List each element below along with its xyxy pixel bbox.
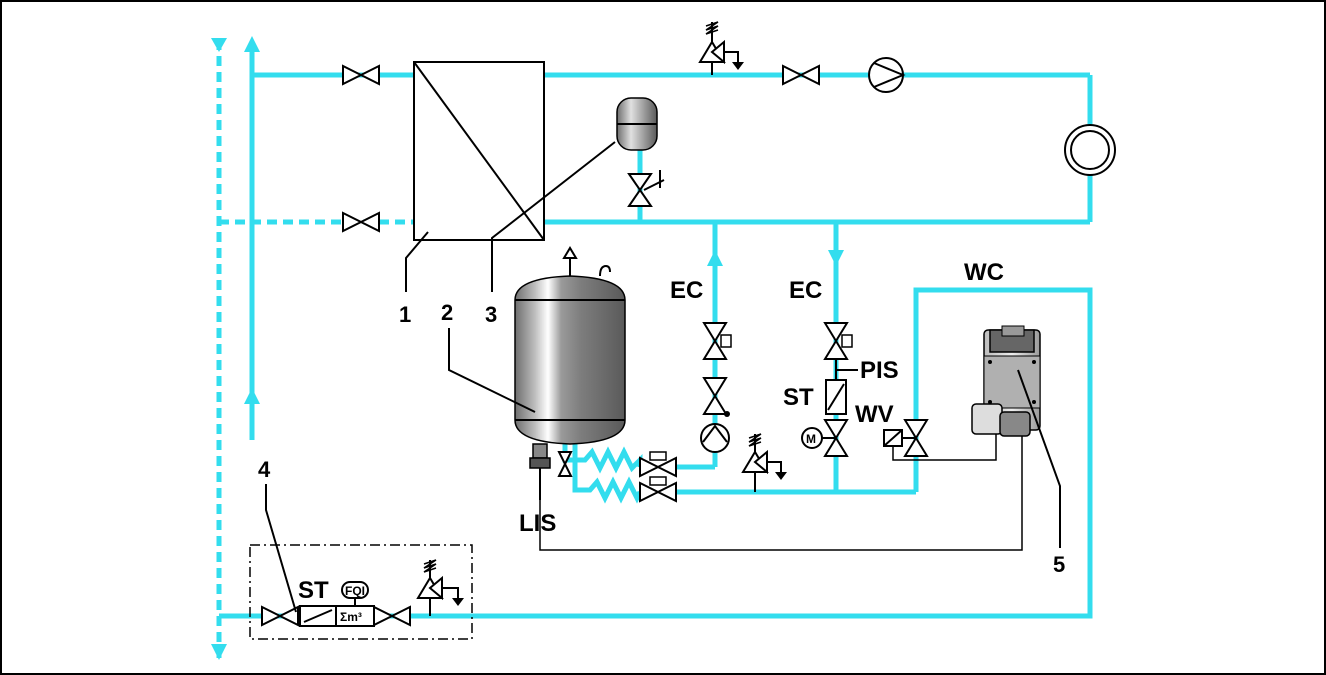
- st-bottom-label: ST: [298, 577, 329, 604]
- valve-icon[interactable]: [639, 451, 677, 478]
- flow-arrow-down-icon: [211, 644, 227, 660]
- valve-icon[interactable]: [627, 170, 665, 207]
- pump-icon[interactable]: [868, 57, 906, 93]
- expansion-vessel-icon: [616, 97, 658, 151]
- wc-loop: [470, 287, 1093, 619]
- strainer-icon[interactable]: [825, 379, 847, 415]
- safety-valve-icon[interactable]: [698, 21, 744, 75]
- flow-arrow-up-icon: [244, 36, 260, 52]
- valve-icon[interactable]: [342, 64, 380, 86]
- flex-hose-1: [562, 440, 643, 474]
- flex-hose-2: [572, 440, 643, 504]
- valve-icon[interactable]: [373, 605, 411, 627]
- expansion-vessel-icon: [514, 246, 626, 500]
- fqi-label: FQI: [345, 584, 365, 598]
- valve-icon[interactable]: [702, 322, 732, 360]
- pis-label: PIS: [860, 357, 899, 384]
- pump-icon[interactable]: [700, 423, 730, 453]
- callout-1: 1: [399, 302, 411, 327]
- valve-icon[interactable]: [557, 451, 573, 477]
- callout-2: 2: [441, 300, 453, 325]
- callout-3: 3: [485, 302, 497, 327]
- lis-signal-line: [539, 436, 1023, 551]
- safety-valve-icon[interactable]: [741, 433, 787, 492]
- heat-exchanger-icon: [413, 61, 545, 241]
- consumer-icon: [1064, 124, 1116, 176]
- meter-label: Σm³: [340, 610, 362, 624]
- control-unit-icon: [971, 325, 1041, 437]
- ec-left-label: EC: [670, 277, 703, 304]
- callout-leader-1: [405, 231, 429, 292]
- wv-label: WV: [855, 401, 894, 428]
- valve-icon[interactable]: [639, 476, 677, 503]
- valve-icon[interactable]: [702, 377, 730, 417]
- wv-signal-line: [892, 420, 997, 461]
- valve-icon[interactable]: [261, 605, 299, 627]
- callout-4: 4: [258, 457, 271, 482]
- flow-arrow-down-icon: [828, 250, 844, 266]
- callout-leader-3: [491, 141, 616, 292]
- callout-leader-2: [448, 328, 536, 413]
- strainer-icon[interactable]: [299, 605, 337, 627]
- callout-5: 5: [1053, 552, 1065, 577]
- flow-meter-icon[interactable]: [335, 581, 375, 627]
- ec-right-label: EC: [789, 277, 822, 304]
- valve-icon[interactable]: [342, 211, 380, 233]
- motor-valve-icon[interactable]: M: [801, 419, 849, 457]
- valve-icon[interactable]: [823, 322, 853, 360]
- flow-arrow-down-icon: [211, 38, 227, 52]
- makeup-unit-box: [249, 544, 473, 640]
- callout-leader-4: [265, 484, 297, 613]
- valve-icon[interactable]: [782, 64, 820, 86]
- safety-valve-icon[interactable]: [416, 559, 464, 616]
- svg-text:M: M: [806, 432, 816, 446]
- wc-label: WC: [964, 259, 1004, 286]
- callout-leader-5: [1017, 369, 1061, 548]
- solenoid-valve-icon[interactable]: [883, 419, 929, 457]
- flow-arrow-up-icon: [244, 388, 260, 404]
- lis-label: LIS: [519, 510, 556, 537]
- st-mid-label: ST: [783, 384, 814, 411]
- flow-arrow-up-icon: [707, 250, 723, 266]
